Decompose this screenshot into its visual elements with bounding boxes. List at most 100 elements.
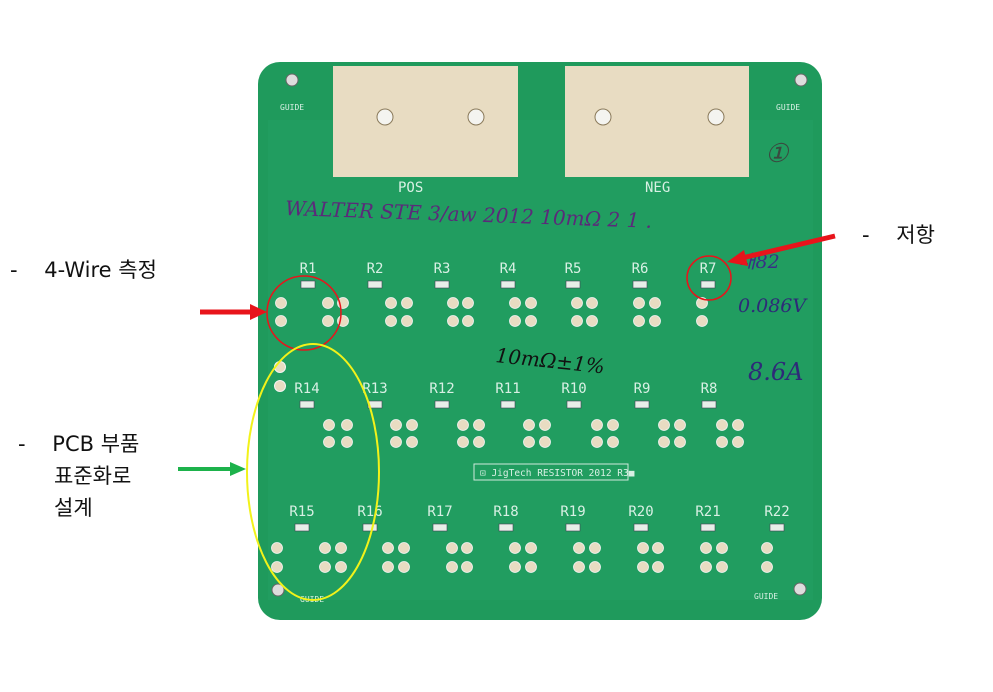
- test-pad: [461, 542, 473, 554]
- resistor-designator: R20: [628, 504, 653, 520]
- test-pad: [700, 542, 712, 554]
- test-pad: [275, 297, 287, 309]
- test-pad: [461, 561, 473, 573]
- pos-terminal-pad: [333, 66, 518, 177]
- test-pad: [633, 297, 645, 309]
- test-pad: [586, 315, 598, 327]
- resistor-annotation: - 저항: [862, 219, 935, 251]
- test-pad: [589, 561, 601, 573]
- mounting-holes: [271, 73, 808, 597]
- test-pad: [761, 561, 773, 573]
- pcb-standard-line: 설계: [54, 496, 93, 520]
- bullet-dash: -: [10, 258, 18, 282]
- test-pad: [509, 315, 521, 327]
- pos-label: POS: [398, 180, 423, 196]
- test-pad: [322, 315, 334, 327]
- test-pad: [457, 436, 469, 448]
- test-pad: [658, 436, 670, 448]
- test-pad: [539, 436, 551, 448]
- test-pad: [335, 561, 347, 573]
- test-pad: [591, 436, 603, 448]
- test-pad: [509, 542, 521, 554]
- red-arrow-four-wire: [200, 304, 267, 320]
- test-pad: [447, 297, 459, 309]
- resistor-designator: R22: [764, 504, 789, 520]
- test-pad: [398, 561, 410, 573]
- red-arrow-resistor: [727, 233, 836, 266]
- test-pad: [573, 561, 585, 573]
- resistor-designator: R15: [289, 504, 314, 520]
- test-pad: [323, 419, 335, 431]
- resistor-designator: R11: [495, 381, 520, 397]
- four-wire-annotation: - 4-Wire 측정: [10, 254, 157, 286]
- test-pad: [607, 419, 619, 431]
- resistor-designator: R18: [493, 504, 518, 520]
- test-pad: [637, 561, 649, 573]
- test-pad: [335, 542, 347, 554]
- resistor-label: 저항: [896, 223, 935, 247]
- test-pad: [523, 436, 535, 448]
- test-pad: [716, 561, 728, 573]
- test-pad: [382, 561, 394, 573]
- resistor-designator: R21: [695, 504, 720, 520]
- test-pad: [322, 297, 334, 309]
- test-pad: [523, 419, 535, 431]
- test-pad: [447, 315, 459, 327]
- test-pad: [509, 297, 521, 309]
- pcb-standard-line: 표준화로: [54, 464, 132, 488]
- test-pad: [700, 561, 712, 573]
- smd-resistor: [367, 400, 383, 409]
- green-arrow-pcb: [178, 462, 246, 476]
- bullet-dash: -: [862, 223, 870, 247]
- smd-resistor: [769, 523, 785, 532]
- test-pad: [633, 315, 645, 327]
- test-pad: [571, 297, 583, 309]
- test-pad: [341, 436, 353, 448]
- test-pad: [525, 561, 537, 573]
- smd-resistor: [500, 400, 516, 409]
- guide-label: GUIDE: [754, 592, 778, 601]
- resistor-designator: R10: [561, 381, 586, 397]
- test-pad: [649, 315, 661, 327]
- smd-resistor: [434, 280, 450, 289]
- smd-resistor: [700, 523, 716, 532]
- smd-resistor: [362, 523, 378, 532]
- smd-resistor: [632, 280, 648, 289]
- test-pad: [446, 542, 458, 554]
- test-pad: [319, 561, 331, 573]
- resistor-designator: R4: [500, 261, 517, 277]
- test-pad: [382, 542, 394, 554]
- smd-resistor: [434, 400, 450, 409]
- resistor-designator: R17: [427, 504, 452, 520]
- handwritten-current: 8.6A: [748, 358, 804, 386]
- test-pad: [696, 315, 708, 327]
- resistor-designator: R3: [434, 261, 451, 277]
- resistor-designator: R6: [632, 261, 649, 277]
- test-pad: [732, 419, 744, 431]
- test-pad: [571, 315, 583, 327]
- bullet-dash: -: [18, 432, 26, 456]
- smd-resistor: [299, 400, 315, 409]
- pcb-standard-annotation: - PCB 부품 표준화로 설계: [18, 428, 139, 524]
- smd-resistor: [367, 280, 383, 289]
- test-pad: [401, 297, 413, 309]
- resistor-designator: R2: [367, 261, 384, 277]
- test-pad: [586, 297, 598, 309]
- resistor-designator: R8: [701, 381, 718, 397]
- smd-resistor: [432, 523, 448, 532]
- test-pad: [319, 542, 331, 554]
- resistor-designator: R19: [560, 504, 585, 520]
- resistor-designator: R14: [294, 381, 319, 397]
- four-wire-label: 4-Wire 측정: [44, 258, 157, 282]
- test-pad: [573, 542, 585, 554]
- test-pad: [652, 542, 664, 554]
- test-pad: [271, 561, 283, 573]
- test-pad: [607, 436, 619, 448]
- test-pad: [406, 419, 418, 431]
- test-pad: [674, 436, 686, 448]
- resistor-designator: R1: [300, 261, 317, 277]
- test-pad: [589, 542, 601, 554]
- test-pad: [637, 542, 649, 554]
- test-pad: [649, 297, 661, 309]
- smd-resistor: [565, 523, 581, 532]
